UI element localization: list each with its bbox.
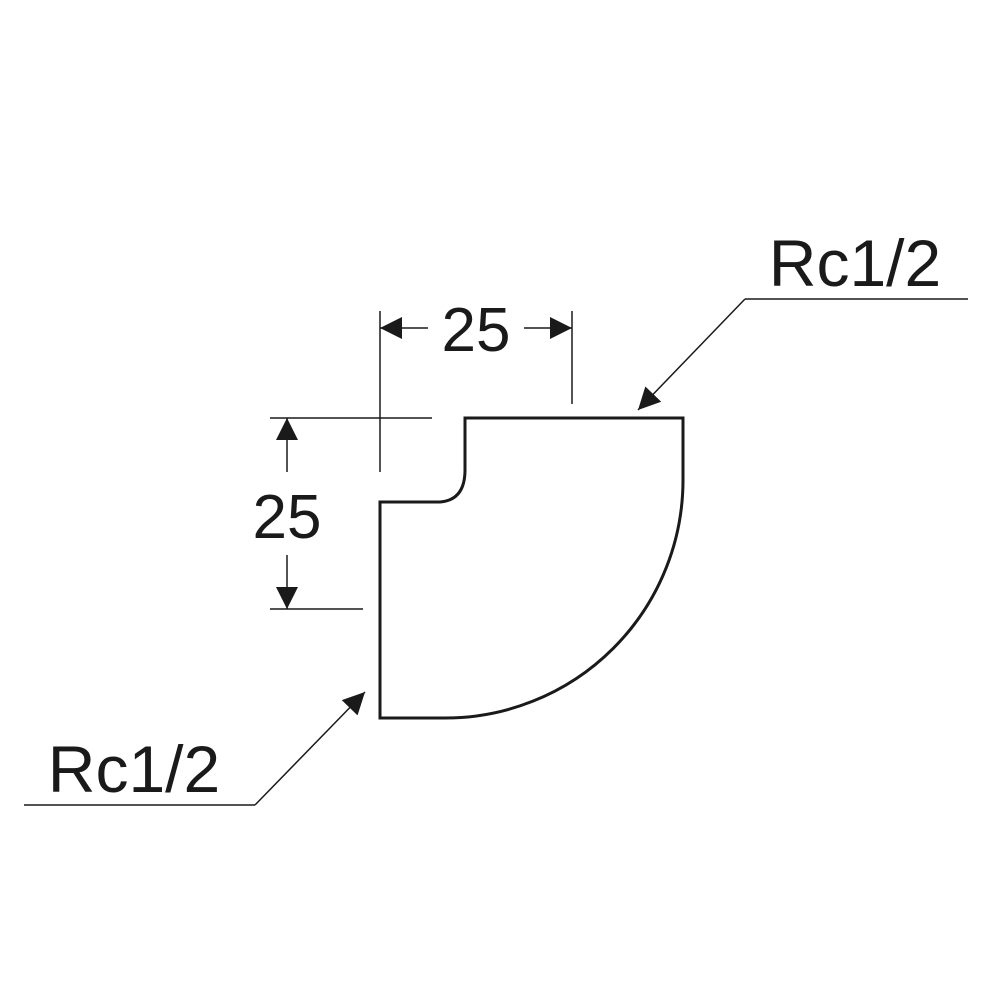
elbow-outline	[378, 416, 685, 720]
thread-leader-bottom-left-arrow	[254, 691, 366, 806]
thread-leader-top-right-arrow	[637, 298, 746, 411]
thread-label-bottom-left: Rc1/2	[48, 732, 220, 806]
height-dimension-value: 25	[253, 483, 322, 552]
width-dimension-value: 25	[442, 296, 511, 365]
thread-label-top-right: Rc1/2	[769, 226, 941, 300]
